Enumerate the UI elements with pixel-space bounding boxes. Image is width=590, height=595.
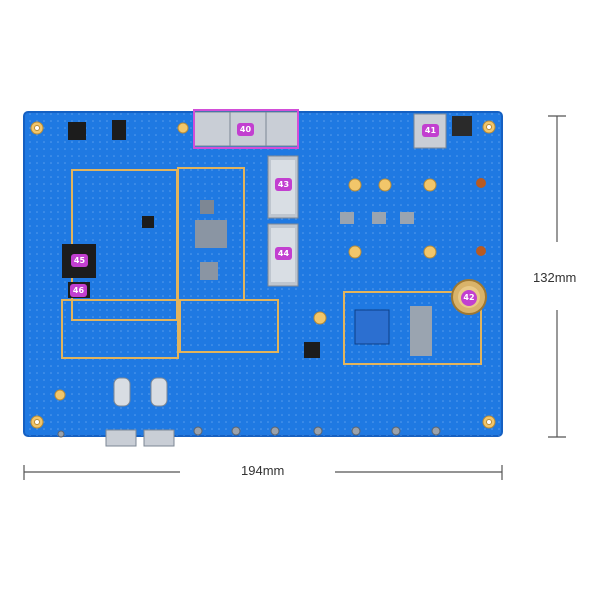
- height-dimension-line: [548, 115, 566, 438]
- bottom-ports: [105, 377, 175, 447]
- module-outlines: [61, 167, 482, 365]
- component-marker-40: 40: [237, 123, 254, 136]
- component-marker-41: 41: [422, 124, 439, 137]
- component-marker-46: 46: [70, 284, 87, 297]
- component-marker-44: 44: [275, 247, 292, 260]
- pcb-board: [23, 111, 503, 437]
- chips: [62, 120, 432, 358]
- height-dimension-label: 132mm: [530, 270, 580, 285]
- width-dimension-line: [23, 465, 503, 480]
- component-marker-45: 45: [71, 254, 88, 267]
- component-marker-42: 42: [461, 290, 477, 306]
- terminal-pins: [57, 426, 441, 438]
- capacitors: [476, 178, 486, 256]
- component-marker-43: 43: [275, 178, 292, 191]
- width-dimension-label: 194mm: [238, 463, 288, 478]
- mounting-holes: [30, 120, 496, 429]
- top-connectors: [193, 109, 472, 149]
